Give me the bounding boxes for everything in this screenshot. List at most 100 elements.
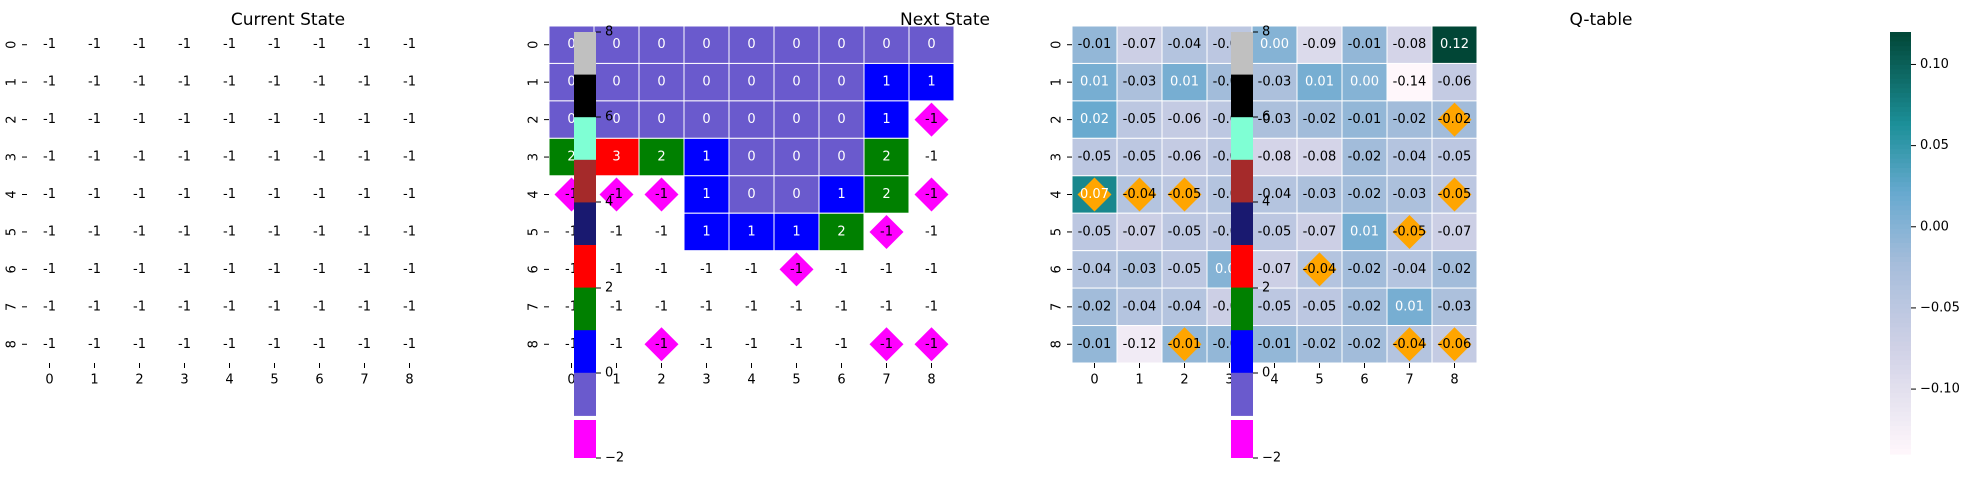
current-x-tick-label: 6 xyxy=(315,373,323,388)
next-cell-label: -1 xyxy=(700,299,713,314)
next-cell xyxy=(728,212,775,252)
next-cell xyxy=(773,137,820,177)
q-cell xyxy=(1341,287,1388,327)
q-cell-label: -0.02 xyxy=(1348,337,1382,352)
current-cell xyxy=(72,213,117,251)
q-cell-label: 0.02 xyxy=(1080,112,1109,127)
next-cell-label: -1 xyxy=(745,262,758,277)
board-colorbar-segment xyxy=(1231,420,1253,458)
q-colorbar-segment xyxy=(1890,308,1911,314)
q-colorbar-segment xyxy=(1890,289,1911,296)
board-colorbar-segment xyxy=(1231,287,1253,331)
current-cell-label: -1 xyxy=(358,150,371,165)
q-cell-label: -0.05 xyxy=(1258,299,1292,314)
next-marker xyxy=(914,102,949,137)
next-cell-label: 1 xyxy=(882,75,890,90)
next-cell-label: 0 xyxy=(792,150,800,165)
q-cell xyxy=(1431,62,1478,102)
q-colorbar-segment xyxy=(1890,444,1911,450)
next-cell-label: 1 xyxy=(702,187,710,202)
next-cell-label: 0 xyxy=(702,75,710,90)
q-cell-label: -0.02 xyxy=(1303,112,1337,127)
current-cell-label: -1 xyxy=(358,224,371,239)
q-table-title: Q-table xyxy=(1569,10,1632,30)
current-cell xyxy=(207,175,252,214)
current-cell xyxy=(27,213,72,251)
q-cell-label: -0.05 xyxy=(1438,150,1472,165)
q-cell-label: -0.05 xyxy=(1258,224,1292,239)
current-cell xyxy=(207,100,252,139)
next-cell xyxy=(594,288,639,326)
next-cell xyxy=(729,325,774,363)
q-colorbar-segment xyxy=(1890,350,1911,357)
next-y-tick-label: 8 xyxy=(527,340,542,348)
current-cell xyxy=(117,325,162,363)
next-cell-label: -1 xyxy=(835,299,848,314)
next-cell-label: 0 xyxy=(837,150,845,165)
q-x-tick-label: 3 xyxy=(1225,373,1233,388)
current-cell xyxy=(117,250,162,289)
next-cell-label: 2 xyxy=(882,150,890,165)
next-cell-label: 1 xyxy=(702,224,710,239)
current-cell xyxy=(297,63,342,101)
board-colorbar-segment xyxy=(574,159,596,203)
q-colorbar-segment xyxy=(1890,210,1911,216)
next-cell-label: 0 xyxy=(792,187,800,202)
current-state-title: Current State xyxy=(231,10,345,30)
next-cell-label: -1 xyxy=(655,299,668,314)
q-colorbar-segment xyxy=(1890,92,1911,99)
q-colorbar-segment xyxy=(1890,224,1911,230)
q-cell-label: -0.02 xyxy=(1348,150,1382,165)
q-colorbar-segment xyxy=(1890,275,1911,282)
next-cell xyxy=(594,213,639,251)
next-cell xyxy=(773,62,820,102)
q-cell-label: -0.05 xyxy=(1168,187,1202,202)
q-cell-label: -0.04 xyxy=(1258,187,1292,202)
q-cell xyxy=(1386,25,1433,64)
q-colorbar-segment xyxy=(1890,191,1911,197)
current-cell-label: -1 xyxy=(88,262,101,277)
q-cell xyxy=(1341,212,1388,252)
q-colorbar-segment xyxy=(1890,149,1911,155)
current-cell xyxy=(27,175,72,214)
q-cell-label: -0.03 xyxy=(1258,75,1292,90)
q-cell-label: 0.01 xyxy=(1305,75,1334,90)
current-cell-label: -1 xyxy=(223,112,236,127)
q-cell xyxy=(1116,100,1163,139)
q-marker xyxy=(1167,327,1202,362)
next-cell-label: -1 xyxy=(655,187,668,202)
current-cell-label: -1 xyxy=(313,262,326,277)
q-cell-label: -0.02 xyxy=(1438,262,1472,277)
next-cell-label: -1 xyxy=(925,150,938,165)
next-cell-label: 0 xyxy=(657,112,665,127)
current-y-tick-label: 4 xyxy=(5,190,20,198)
current-cell xyxy=(72,138,117,176)
next-cell xyxy=(728,137,775,177)
q-cell xyxy=(1341,62,1388,102)
q-cell-label: -0.09 xyxy=(1303,37,1337,52)
next-cell-label: 0 xyxy=(747,75,755,90)
q-colorbar-segment xyxy=(1890,252,1911,258)
current-cell-label: -1 xyxy=(178,150,191,165)
q-cell-label: 0.00 xyxy=(1260,37,1289,52)
q-x-tick-label: 5 xyxy=(1315,373,1323,388)
q-colorbar-segment xyxy=(1890,439,1911,446)
current-cell xyxy=(387,250,432,289)
current-cell xyxy=(297,26,342,64)
current-y-tick-label: 2 xyxy=(5,115,20,123)
next-x-tick-label: 8 xyxy=(927,373,935,388)
current-cell xyxy=(117,26,162,64)
next-cell-label: 1 xyxy=(927,75,935,90)
current-cell xyxy=(27,100,72,139)
next-y-tick-label: 1 xyxy=(527,78,542,86)
current-cell xyxy=(387,325,432,363)
q-x-tick-label: 4 xyxy=(1270,373,1278,388)
current-cell-label: -1 xyxy=(178,187,191,202)
q-colorbar-segment xyxy=(1890,97,1911,103)
next-cell xyxy=(728,62,775,102)
q-cell xyxy=(1296,25,1343,64)
current-cell-label: -1 xyxy=(403,224,416,239)
next-cell-label: 0 xyxy=(567,75,575,90)
current-cell-label: -1 xyxy=(358,112,371,127)
board-colorbar-tick-label: 0 xyxy=(605,366,613,381)
